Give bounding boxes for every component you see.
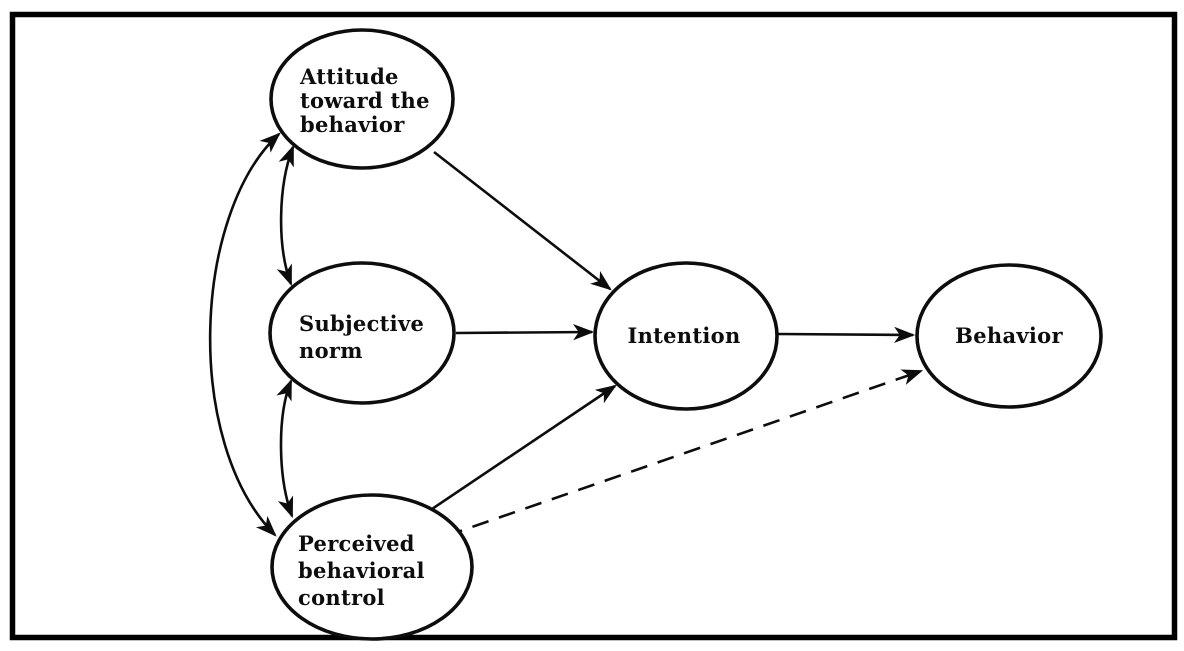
node-intention-label-line: Intention xyxy=(627,323,740,348)
node-intention: Intention xyxy=(593,261,779,411)
node-perceived-behavioral-control-ellipse xyxy=(270,493,474,641)
figure-border xyxy=(9,11,1178,641)
node-subjective-norm: Subjective norm xyxy=(268,261,456,405)
node-subjective-norm-label-line: norm xyxy=(299,338,363,363)
node-pbc-label-line: control xyxy=(298,585,385,610)
node-attitude-label-line: toward the xyxy=(300,88,430,113)
node-attitude: Attitude toward the behavior xyxy=(269,28,455,170)
edge-pbc-intention xyxy=(428,384,617,513)
node-pbc-label-line: Perceived xyxy=(298,531,415,556)
node-intention-ellipse xyxy=(593,261,779,411)
node-perceived-behavioral-control: Perceived behavioral control xyxy=(270,493,474,641)
edge-subjective-norm-pbc-correlation xyxy=(276,378,294,519)
node-behavior-ellipse xyxy=(915,263,1103,409)
edge-attitude-intention xyxy=(433,150,612,291)
node-behavior: Behavior xyxy=(915,263,1103,409)
edge-attitude-pbc-correlation xyxy=(208,132,281,537)
edge-intention-behavior xyxy=(777,326,916,343)
node-attitude-ellipse xyxy=(269,28,455,170)
node-pbc-label-line: behavioral xyxy=(298,558,425,583)
node-behavior-label-line: Behavior xyxy=(955,323,1063,348)
node-subjective-norm-label-line: Subjective xyxy=(299,311,424,336)
edge-attitude-subjective-norm-correlation xyxy=(276,144,295,287)
node-attitude-label-line: Attitude xyxy=(299,64,399,89)
edge-subjective-norm-intention xyxy=(455,324,595,341)
node-attitude-label-line: behavior xyxy=(300,112,405,137)
node-subjective-norm-ellipse xyxy=(268,261,456,405)
